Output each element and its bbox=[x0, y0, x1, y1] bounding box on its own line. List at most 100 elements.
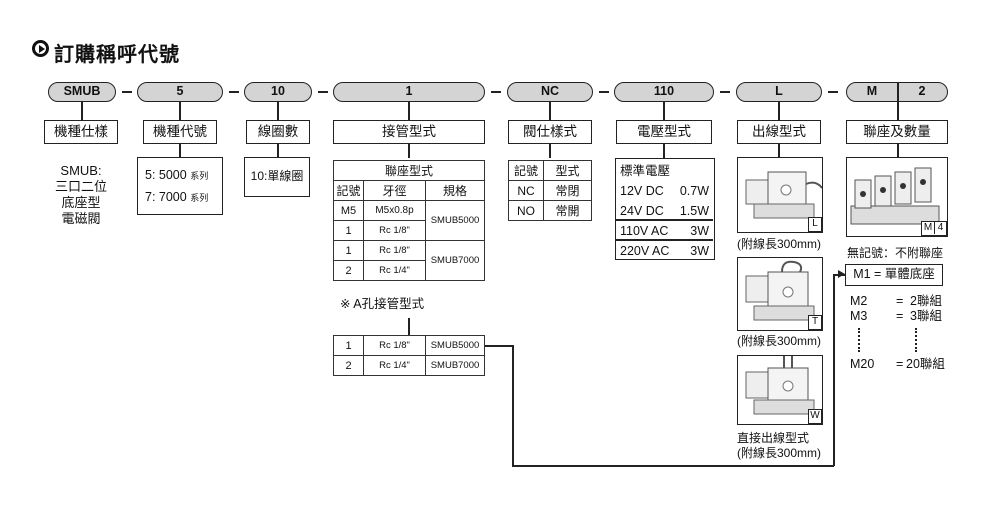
desc-line: SMUB: bbox=[60, 163, 102, 178]
col-header: 記號 bbox=[333, 180, 364, 201]
series-box: 5: 5000 系列 7: 7000 系列 bbox=[137, 157, 223, 215]
category-model: 機種仕樣 bbox=[44, 120, 118, 144]
code-pill-voltage: 110 bbox=[614, 82, 714, 102]
voltage-watt: 0.7W bbox=[679, 184, 709, 198]
code-pill-model: SMUB bbox=[48, 82, 116, 102]
desc-line: 三口二位 bbox=[54, 179, 107, 194]
col-header: 型式 bbox=[543, 160, 592, 181]
col-header: 牙徑 bbox=[363, 180, 426, 201]
connector bbox=[897, 102, 899, 121]
table-cell: SMUB5000 bbox=[425, 200, 485, 241]
ellipsis-dots bbox=[858, 328, 860, 352]
table-cell: SMUB7000 bbox=[425, 355, 485, 376]
connector bbox=[179, 102, 181, 121]
valve-table: 記號 型式 NC 常閉 NO 常開 bbox=[508, 160, 592, 221]
connector bbox=[81, 102, 83, 121]
manifold-tag-num: 4 bbox=[937, 222, 944, 233]
table-cell: Rc 1/8" bbox=[363, 335, 426, 356]
category-valve: 閥仕樣式 bbox=[508, 120, 592, 144]
pill-divider bbox=[897, 81, 899, 102]
piping-table: 聯座型式 記號 牙徑 規格 M5 M5x0.8p SMUB5000 1 Rc 1… bbox=[333, 160, 485, 281]
series-option: 5: 5000 系列 bbox=[145, 167, 208, 184]
series-option: 7: 7000 系列 bbox=[145, 189, 208, 206]
manifold-code: M20 bbox=[850, 357, 875, 371]
wiring-t-image: T bbox=[737, 257, 823, 331]
connector bbox=[408, 318, 410, 336]
manifold-eq: = bbox=[896, 294, 904, 308]
category-voltage: 電壓型式 bbox=[616, 120, 712, 144]
wiring-caption: (附線長300mm) bbox=[737, 237, 822, 251]
table-cell: 1 bbox=[333, 240, 364, 261]
wiring-tag: L bbox=[808, 217, 822, 232]
connector bbox=[549, 102, 551, 121]
manifold-eq: = bbox=[896, 357, 904, 371]
connector bbox=[663, 102, 665, 121]
a-port-title: ※ A孔接管型式 bbox=[340, 297, 425, 311]
table-cell: 2 bbox=[333, 355, 364, 376]
piping-header: 聯座型式 bbox=[333, 160, 485, 181]
voltage-watt: 1.5W bbox=[679, 204, 709, 218]
dash bbox=[720, 91, 730, 93]
table-cell: 1 bbox=[333, 335, 364, 356]
voltage-header: 標準電壓 bbox=[620, 164, 671, 178]
wiring-l-image: L bbox=[737, 157, 823, 233]
coil-box: 10:單線圈 bbox=[244, 157, 310, 197]
manifold-count: 2 bbox=[918, 84, 926, 98]
wiring-caption-title: 直接出線型式 bbox=[737, 431, 810, 445]
code-pill-valve: NC bbox=[507, 82, 593, 102]
arrow-icon bbox=[838, 270, 845, 278]
connector bbox=[897, 144, 899, 158]
manifold-value: 2聯組 bbox=[910, 294, 942, 308]
valve-l-illustration bbox=[745, 171, 822, 219]
route-line bbox=[485, 345, 513, 347]
desc-line: 電磁閥 bbox=[61, 211, 101, 226]
wiring-caption: (附線長300mm) bbox=[737, 334, 822, 348]
voltage-watt: 3W bbox=[690, 224, 709, 238]
dash bbox=[491, 91, 501, 93]
category-series: 機種代號 bbox=[143, 120, 217, 144]
table-cell: Rc 1/8" bbox=[363, 220, 426, 241]
category-manifold: 聯座及數量 bbox=[846, 120, 948, 144]
table-cell: M5 bbox=[333, 200, 364, 221]
table-cell: M5x0.8p bbox=[363, 200, 426, 221]
manifold-code: M bbox=[866, 84, 878, 98]
route-line bbox=[512, 345, 514, 466]
series-unit: 系列 bbox=[190, 193, 209, 203]
valve-t-illustration bbox=[745, 260, 815, 321]
model-description: SMUB: 三口二位 底座型 電磁閥 bbox=[44, 163, 118, 227]
connector bbox=[549, 144, 551, 158]
table-cell: 1 bbox=[333, 220, 364, 241]
play-circle-icon bbox=[32, 40, 49, 57]
manifold-value: 20聯組 bbox=[906, 357, 945, 371]
wiring-tag: T bbox=[808, 315, 822, 330]
connector bbox=[277, 144, 279, 158]
connector bbox=[179, 144, 181, 158]
route-line bbox=[512, 465, 834, 467]
category-wiring: 出線型式 bbox=[737, 120, 821, 144]
voltage-value: 220V AC bbox=[620, 244, 670, 258]
valve-w-illustration bbox=[745, 356, 815, 415]
manifold-code: M2 bbox=[850, 294, 868, 308]
code-pill-coil: 10 bbox=[244, 82, 312, 102]
series-code: 5: 5000 bbox=[145, 168, 187, 182]
voltage-value: 110V AC bbox=[620, 224, 669, 238]
manifold-tag-code: M bbox=[922, 222, 935, 234]
series-unit: 系列 bbox=[190, 171, 209, 181]
table-cell: 常閉 bbox=[543, 180, 592, 201]
category-piping: 接管型式 bbox=[333, 120, 485, 144]
code-pill-wiring: L bbox=[736, 82, 822, 102]
desc-line: 底座型 bbox=[61, 195, 101, 210]
dash bbox=[828, 91, 838, 93]
table-cell: Rc 1/4" bbox=[363, 260, 426, 281]
category-coil: 線圈數 bbox=[246, 120, 310, 144]
connector bbox=[408, 102, 410, 121]
dash bbox=[122, 91, 132, 93]
wiring-tag: W bbox=[808, 409, 822, 424]
divider bbox=[616, 219, 713, 221]
manifold-code: M3 bbox=[850, 309, 868, 323]
wiring-caption: (附線長300mm) bbox=[737, 446, 822, 460]
manifold-no-mark: 無記號：不附聯座 bbox=[847, 246, 944, 260]
ellipsis-dots bbox=[915, 328, 917, 352]
